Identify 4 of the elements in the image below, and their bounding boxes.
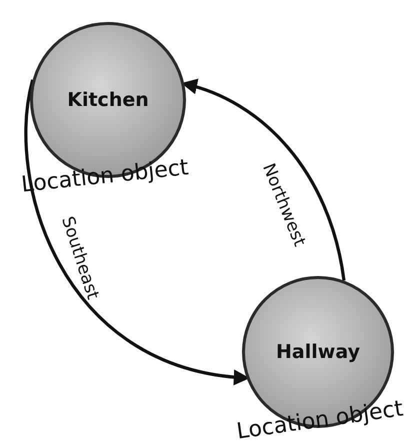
node-caption: Location object: [235, 396, 405, 444]
node-caption: Location object: [20, 154, 190, 198]
node-label: Kitchen: [67, 89, 149, 111]
node-label: Hallway: [276, 341, 360, 363]
